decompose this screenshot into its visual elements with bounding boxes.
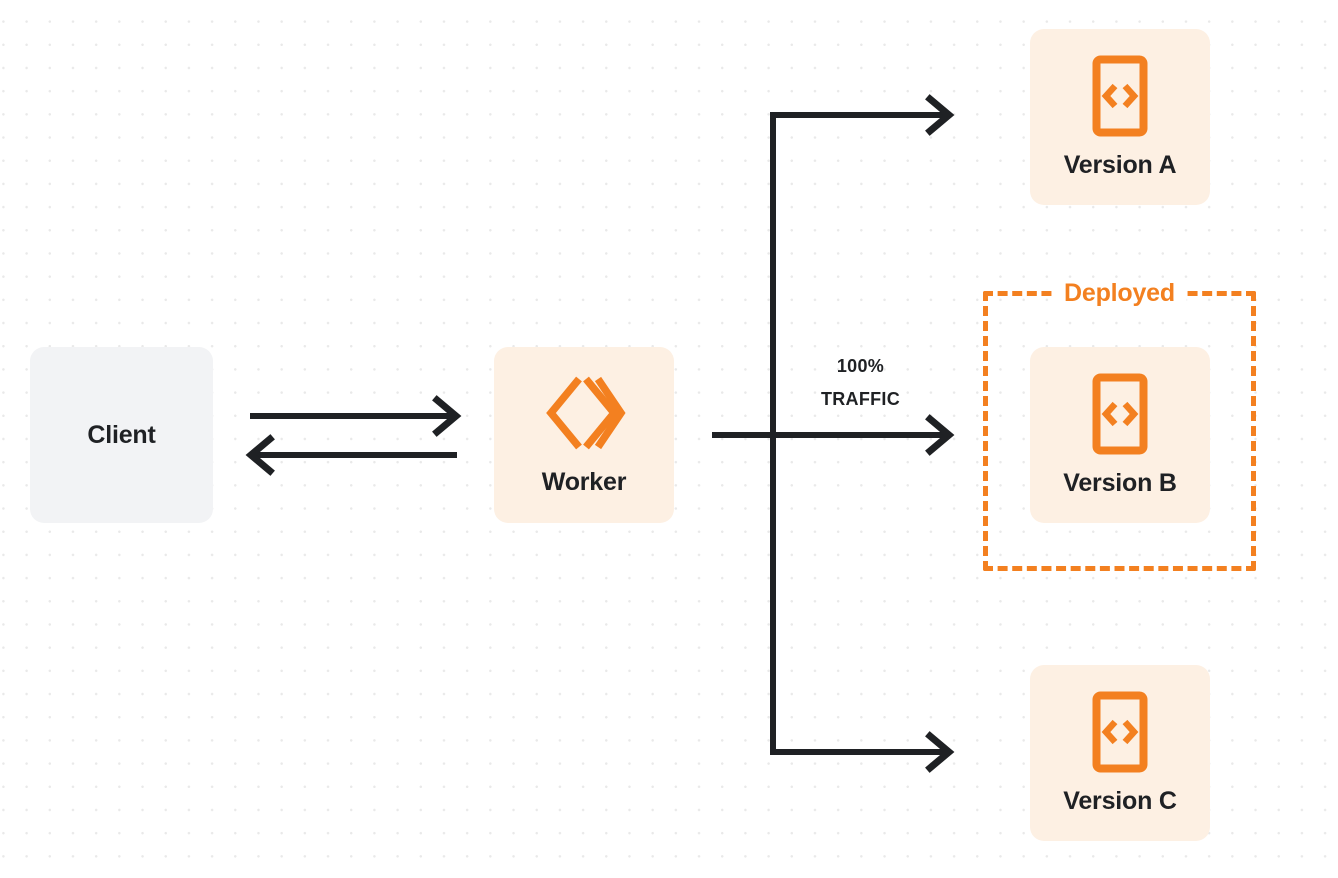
node-client-label: Client [87,420,156,449]
node-version-a-label: Version A [1063,150,1177,179]
node-version-b-label: Version B [1063,468,1177,497]
node-client[interactable]: Client [30,347,213,523]
cloudflare-workers-logo-icon [542,374,626,452]
edge-trunk-to-version-a [770,94,955,136]
node-version-a[interactable]: Version A [1030,29,1210,205]
code-brackets-icon [1092,55,1148,137]
traffic-percentage-label: 100% TRAFFIC [793,350,928,416]
node-worker-label: Worker [541,467,627,496]
traffic-word: TRAFFIC [820,389,901,409]
node-version-b[interactable]: Version B [1030,347,1210,523]
node-version-c-label: Version C [1063,786,1177,815]
traffic-percent-value: 100% [836,356,885,376]
group-deployed: Deployed [983,279,1256,571]
edge-trunk-to-version-c [770,731,955,773]
group-deployed-label: Deployed [1052,279,1187,308]
edge-trunk-to-version-b [773,414,955,456]
code-brackets-icon [1092,373,1148,455]
code-brackets-icon [1092,691,1148,773]
node-version-c[interactable]: Version C [1030,665,1210,841]
edge-worker-to-client [245,434,457,476]
edge-client-to-worker [250,395,462,437]
edge-worker-trunk [712,115,776,752]
node-worker[interactable]: Worker [494,347,674,523]
